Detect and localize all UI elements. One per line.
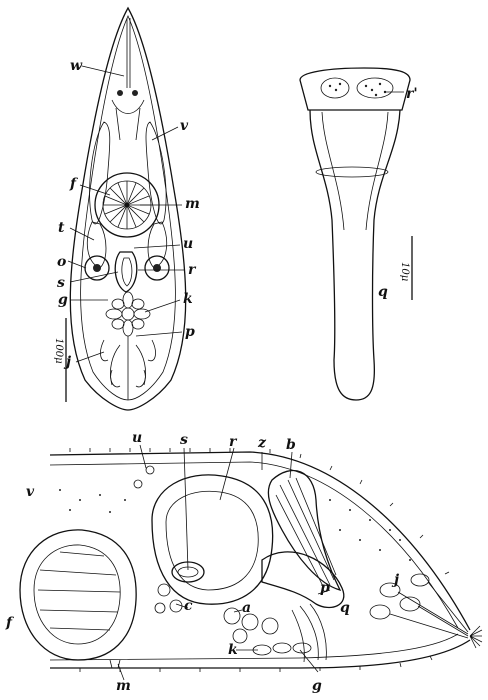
muscle-bundle-q xyxy=(291,603,327,663)
muscle-fibers-b xyxy=(275,477,337,589)
scale-label-10: 10μ xyxy=(399,262,410,281)
pharynx-radial-lines xyxy=(103,181,151,229)
sagittal-section-figure: u s r z b v p q j a k c f m g xyxy=(5,430,483,694)
figure1-leader-lines xyxy=(67,65,185,363)
dorsal-cilia xyxy=(69,448,450,575)
copulatory-inner xyxy=(121,257,133,287)
tube-figure: r' q 10μ xyxy=(299,67,418,401)
cells-c xyxy=(154,583,183,614)
gland-ducts xyxy=(389,581,469,639)
brain-region xyxy=(111,99,145,141)
worm-dorsal-figure: w v f m t u o r s g k p j 100μ xyxy=(53,6,200,411)
label-g-bottom: g xyxy=(312,678,322,694)
ovary-right xyxy=(144,255,170,281)
label-v: v xyxy=(180,118,189,134)
tube-inner-walls xyxy=(321,111,389,231)
testis-right xyxy=(147,221,168,269)
label-t: t xyxy=(58,220,65,236)
label-r: r xyxy=(188,262,197,278)
tube-body xyxy=(309,109,401,401)
figure3-leader-lines xyxy=(117,444,331,681)
pharynx-section-inner xyxy=(33,544,121,645)
eye-spot-left xyxy=(117,90,123,96)
germ-cells-a xyxy=(223,607,279,644)
label-c-bottom: c xyxy=(184,598,193,614)
dorsal-epidermis-inner xyxy=(49,461,459,629)
label-p-bottom: p xyxy=(320,580,330,596)
label-j-bottom: j xyxy=(391,572,399,588)
label-k-bottom: k xyxy=(228,642,238,658)
label-s-bottom: s xyxy=(180,432,188,448)
granule-cluster-left xyxy=(320,77,350,99)
label-a-bottom: a xyxy=(242,600,251,616)
label-q-top: q xyxy=(378,284,388,300)
dorsal-epidermis xyxy=(49,451,471,631)
anterior-nerve-streak xyxy=(126,18,131,88)
label-o: o xyxy=(57,254,66,270)
mouth-canal xyxy=(109,659,121,669)
label-u-bottom: u xyxy=(132,430,142,446)
ventral-epidermis-inner xyxy=(49,633,459,661)
scale-label-100: 100μ xyxy=(53,338,64,364)
posterior-canal xyxy=(110,336,146,400)
label-r-prime: r' xyxy=(406,86,418,102)
tube-cap xyxy=(299,67,411,111)
cells-u xyxy=(133,465,155,489)
label-f-bottom: f xyxy=(5,615,15,631)
parenchyma-stipple xyxy=(59,489,411,561)
rosette-glands xyxy=(105,291,151,337)
label-p: p xyxy=(185,324,195,340)
label-z-bottom: z xyxy=(257,435,267,451)
vitellarium-right xyxy=(145,121,167,225)
pharynx-section xyxy=(19,529,137,661)
copulatory-bulb xyxy=(151,474,274,605)
label-f: f xyxy=(69,176,79,192)
eye-spot-right xyxy=(132,90,138,96)
pharynx-lamellae xyxy=(37,551,121,631)
label-w: w xyxy=(70,58,83,74)
copulatory-organ xyxy=(114,251,138,293)
label-m-bottom: m xyxy=(116,678,131,694)
label-v-bottom: v xyxy=(26,484,35,500)
tube-ring xyxy=(315,166,389,178)
granule-cluster-right xyxy=(356,77,394,99)
label-r-bottom: r xyxy=(229,434,238,450)
muscle-bundle-b xyxy=(267,469,342,592)
label-b-bottom: b xyxy=(286,437,296,453)
ventral-epidermis xyxy=(50,639,471,669)
label-q-bottom: q xyxy=(340,600,350,616)
ovary-right-nucleus xyxy=(153,264,161,272)
gland-cells-j xyxy=(369,573,430,620)
label-k: k xyxy=(183,291,193,307)
label-s: s xyxy=(57,275,65,291)
testis-left xyxy=(86,221,107,269)
label-m: m xyxy=(185,196,200,212)
body-outline xyxy=(69,6,187,411)
adhesive-glands xyxy=(100,339,156,388)
ovary-left-nucleus xyxy=(93,264,101,272)
label-j: j xyxy=(63,354,71,370)
posterior-tip-rays xyxy=(469,625,483,649)
bursa-organ xyxy=(261,551,345,609)
label-g: g xyxy=(58,292,68,308)
label-u: u xyxy=(183,236,193,252)
